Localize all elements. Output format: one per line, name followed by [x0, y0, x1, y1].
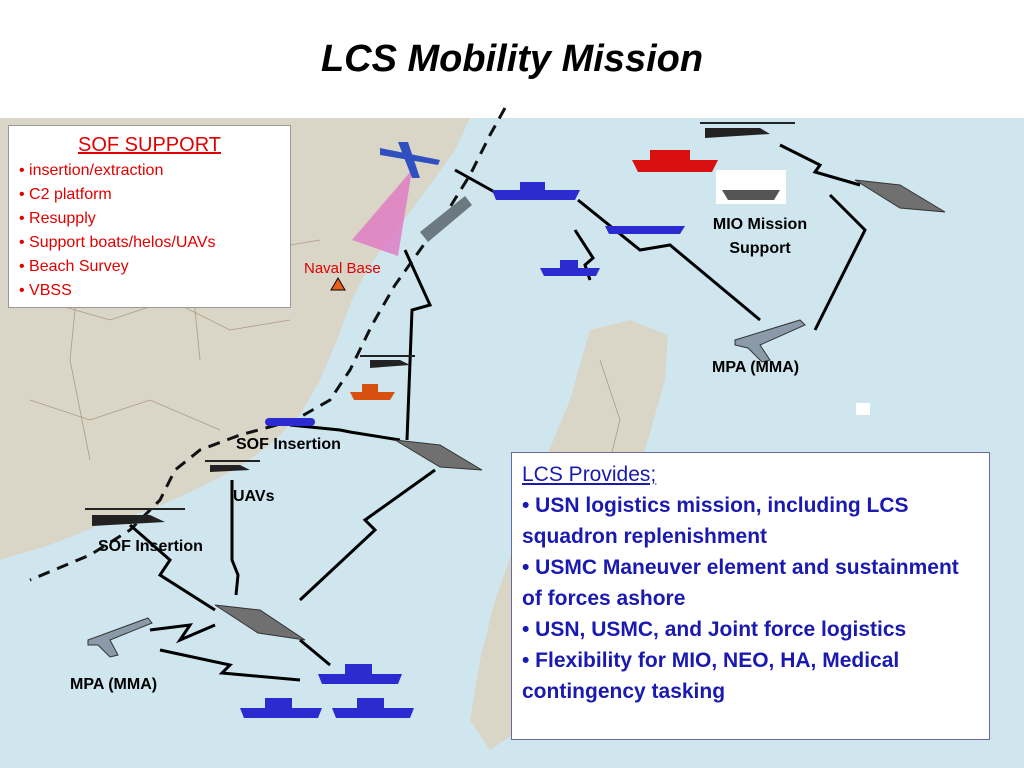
- mio-mission-support-label: MIO Mission Support: [712, 216, 808, 257]
- mpa-aircraft-icons: [87, 319, 806, 658]
- sof-insertion-label-top: SOF Insertion: [236, 436, 341, 453]
- sof-support-heading: SOF SUPPORT: [78, 134, 221, 156]
- uav-icon: [380, 142, 440, 178]
- ship-icons-red: [350, 150, 718, 400]
- sof-support-item: • Support boats/helos/UAVs: [19, 234, 216, 251]
- ship-icons-blue: [240, 182, 685, 718]
- lcs-provides-item: • Flexibility for MIO, NEO, HA, Medical …: [522, 649, 900, 703]
- sof-support-item: • Beach Survey: [19, 258, 129, 275]
- page-title: LCS Mobility Mission: [320, 38, 704, 80]
- lcs-provides-heading: LCS Provides;: [522, 463, 657, 486]
- sof-support-item: • Resupply: [19, 210, 96, 227]
- support-boat-icon: [716, 170, 786, 204]
- uavs-label: UAVs: [233, 488, 275, 505]
- lcs-provides-box: LCS Provides; • USN logistics mission, i…: [511, 452, 990, 740]
- sof-support-box: SOF SUPPORT • insertion/extraction • C2 …: [8, 125, 291, 308]
- uav-sensor-cone: [352, 170, 412, 256]
- naval-base-marker: [330, 277, 346, 291]
- lcs-provides-item: • USN logistics mission, including LCS s…: [522, 494, 909, 548]
- sof-support-item: • insertion/extraction: [19, 162, 164, 179]
- lcs-vessel-icons: [214, 179, 946, 641]
- mpa-mma-label-bottom: MPA (MMA): [70, 676, 158, 693]
- lcs-provides-item: • USN, USMC, and Joint force logistics: [522, 618, 907, 641]
- naval-base-label: Naval Base: [304, 260, 381, 277]
- marker-square: [856, 403, 870, 415]
- helicopter-icons: [85, 122, 795, 526]
- sof-support-item: • C2 platform: [19, 186, 112, 203]
- lcs-provides-item: • USMC Maneuver element and sustainment …: [522, 556, 959, 610]
- submarine-icon: [265, 418, 315, 426]
- mpa-mma-label-top: MPA (MMA): [712, 359, 800, 376]
- merchant-ship-icon: [420, 196, 472, 242]
- sof-support-item: • VBSS: [19, 282, 72, 299]
- sof-insertion-label-bottom: SOF Insertion: [98, 538, 203, 555]
